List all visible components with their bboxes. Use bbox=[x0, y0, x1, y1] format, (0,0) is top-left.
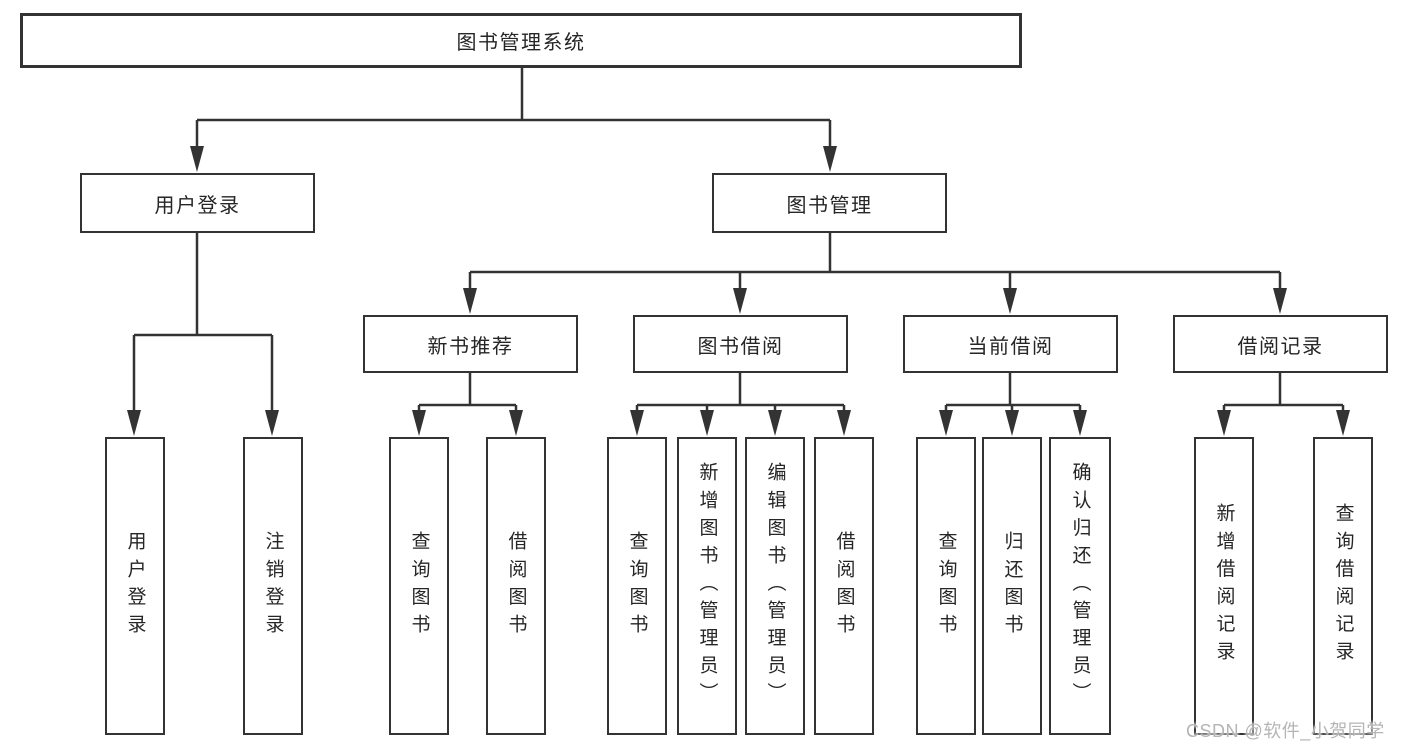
node-user-login: 用户登录 bbox=[105, 437, 165, 735]
arrow-down-icon bbox=[265, 410, 279, 436]
arrow-down-icon bbox=[837, 410, 851, 436]
node-label: 查询图书 bbox=[935, 530, 957, 642]
node-query-books-2: 查询图书 bbox=[607, 437, 667, 735]
node-return-books: 归还图书 bbox=[982, 437, 1042, 735]
node-label: 借阅图书 bbox=[833, 530, 855, 642]
arrow-down-icon bbox=[127, 410, 141, 436]
node-label: 借阅记录 bbox=[1237, 335, 1324, 358]
node-label: 新增借阅记录 bbox=[1213, 503, 1235, 669]
node-label: 查询图书 bbox=[626, 530, 648, 642]
arrow-down-icon bbox=[939, 410, 953, 436]
node-logout-login: 注销登录 bbox=[243, 437, 303, 735]
node-label: 新增图书（管理员） bbox=[696, 462, 718, 710]
arrow-down-icon bbox=[700, 410, 714, 436]
node-label: 查询借阅记录 bbox=[1332, 503, 1354, 669]
node-label: 当前借阅 bbox=[967, 335, 1054, 358]
node-label: 编辑图书（管理员） bbox=[764, 462, 786, 710]
node-label: 查询图书 bbox=[408, 530, 430, 642]
node-query-books-1: 查询图书 bbox=[389, 437, 449, 735]
arrow-down-icon bbox=[509, 410, 523, 436]
node-book-management-system: 图书管理系统 bbox=[20, 13, 1022, 68]
node-new-book-recommend: 新书推荐 bbox=[363, 315, 578, 373]
node-label: 借阅图书 bbox=[505, 530, 527, 642]
node-book-management: 图书管理 bbox=[712, 173, 947, 233]
node-edit-book-admin: 编辑图书（管理员） bbox=[745, 437, 805, 735]
arrow-down-icon bbox=[1005, 410, 1019, 436]
node-label: 确认归还（管理员） bbox=[1069, 462, 1091, 710]
node-label: 图书管理 bbox=[786, 194, 873, 217]
node-label: 用户登录 bbox=[154, 194, 241, 217]
node-confirm-return-admin: 确认归还（管理员） bbox=[1049, 437, 1111, 735]
arrow-down-icon bbox=[1217, 410, 1231, 436]
node-borrowing-records: 借阅记录 bbox=[1173, 315, 1388, 373]
csdn-watermark: CSDN @软件_小贺同学 bbox=[1186, 721, 1385, 741]
node-book-borrowing: 图书借阅 bbox=[633, 315, 848, 373]
node-label: 新书推荐 bbox=[427, 335, 514, 358]
node-label: 图书管理系统 bbox=[456, 32, 586, 54]
node-label: 归还图书 bbox=[1001, 530, 1023, 642]
arrow-down-icon bbox=[768, 410, 782, 436]
arrow-down-icon bbox=[630, 410, 644, 436]
arrow-down-icon bbox=[1003, 288, 1017, 314]
node-label: 用户登录 bbox=[124, 530, 146, 642]
arrow-down-icon bbox=[1336, 410, 1350, 436]
node-query-books-3: 查询图书 bbox=[916, 437, 976, 735]
arrow-down-icon bbox=[463, 288, 477, 314]
node-user-login-branch: 用户登录 bbox=[80, 173, 315, 233]
node-label: 注销登录 bbox=[262, 530, 284, 642]
node-label: 图书借阅 bbox=[697, 335, 784, 358]
node-query-borrow-record: 查询借阅记录 bbox=[1313, 437, 1373, 735]
arrow-down-icon bbox=[1273, 288, 1287, 314]
node-add-borrow-record: 新增借阅记录 bbox=[1194, 437, 1254, 735]
connector-paths bbox=[132, 68, 1345, 414]
arrowheads bbox=[127, 146, 1350, 436]
arrow-down-icon bbox=[1073, 410, 1087, 436]
node-borrow-books-1: 借阅图书 bbox=[486, 437, 546, 735]
arrow-down-icon bbox=[823, 146, 837, 172]
arrow-down-icon bbox=[733, 288, 747, 314]
node-current-borrowing: 当前借阅 bbox=[903, 315, 1118, 373]
arrow-down-icon bbox=[190, 146, 204, 172]
node-borrow-books-2: 借阅图书 bbox=[814, 437, 874, 735]
arrow-down-icon bbox=[412, 410, 426, 436]
node-add-book-admin: 新增图书（管理员） bbox=[677, 437, 737, 735]
